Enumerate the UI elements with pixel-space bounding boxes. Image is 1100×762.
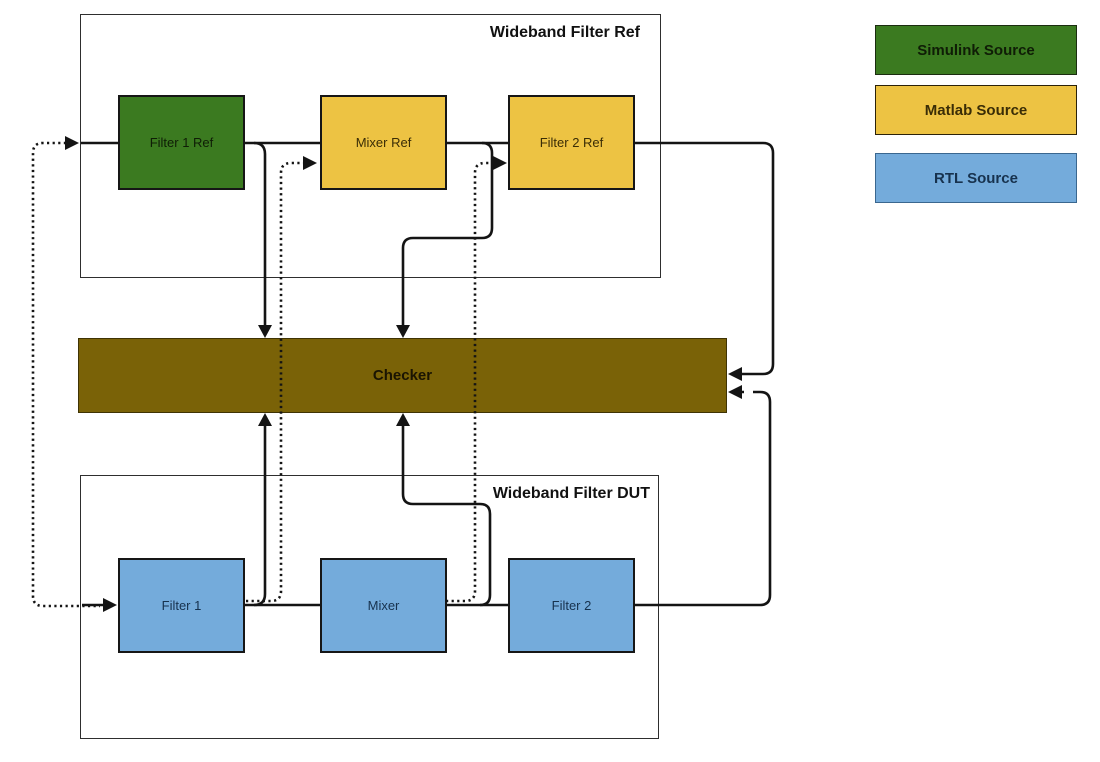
legend-item-rtl-source: RTL Source	[875, 153, 1077, 203]
checker-label: Checker	[372, 367, 433, 384]
checker-block: Checker	[78, 338, 727, 413]
block-filter-1-ref: Filter 1 Ref	[118, 95, 245, 190]
legend-item-simulink-source: Simulink Source	[875, 25, 1077, 75]
wire-crossing-gap	[744, 388, 753, 396]
arrowhead-checker-top-right	[396, 325, 410, 338]
block-label: Mixer Ref	[355, 135, 412, 150]
arrowhead-checker-top-left	[258, 325, 272, 338]
container-label-ref: Wideband Filter Ref	[489, 24, 640, 41]
arrowhead-into-ref-container	[65, 136, 79, 150]
legend-label: RTL Source	[934, 169, 1018, 187]
block-label: Filter 2 Ref	[539, 135, 604, 150]
block-label: Filter 1 Ref	[149, 135, 214, 150]
block-label: Filter 2	[551, 598, 592, 613]
legend-item-matlab-source: Matlab Source	[875, 85, 1077, 135]
block-mixer-ref: Mixer Ref	[320, 95, 447, 190]
block-filter-2: Filter 2	[508, 558, 635, 653]
arrowhead-checker-bottom-left	[258, 413, 272, 426]
arrowhead-checker-right-upper	[728, 367, 742, 381]
legend-label: Matlab Source	[924, 101, 1028, 119]
legend-label: Simulink Source	[917, 41, 1035, 59]
arrowhead-checker-right-lower	[728, 385, 742, 399]
block-label: Mixer	[367, 598, 400, 613]
container-label-dut: Wideband Filter DUT	[492, 485, 650, 502]
block-mixer: Mixer	[320, 558, 447, 653]
block-filter-1: Filter 1	[118, 558, 245, 653]
block-label: Filter 1	[161, 598, 202, 613]
arrowhead-checker-bottom-right	[396, 413, 410, 426]
block-filter-2-ref: Filter 2 Ref	[508, 95, 635, 190]
